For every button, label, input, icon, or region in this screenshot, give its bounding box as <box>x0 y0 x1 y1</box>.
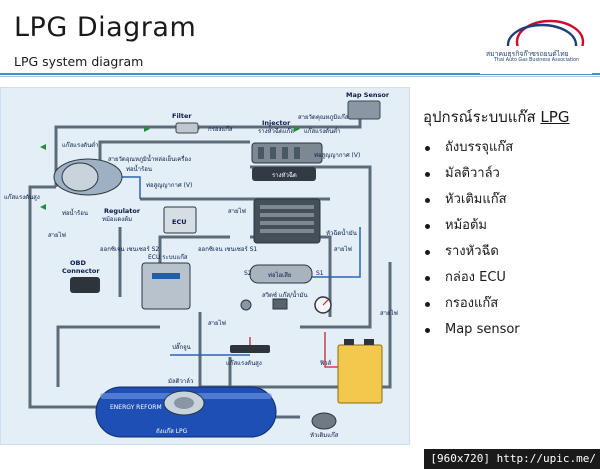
list-item: รางหัวฉีด <box>423 239 520 265</box>
bullet-icon <box>425 172 430 177</box>
label-vacuum-hose: สายวัดคุณหภูมิแก๊ส <box>298 114 349 121</box>
label-fill-valve: หัวเติมแก๊ส <box>310 432 339 439</box>
label-wire5: สายไฟ <box>380 309 398 317</box>
label-gas-rail: รางหัวฉีด <box>272 171 297 179</box>
label-ecu-box: ECU ระบบแก๊ส <box>148 254 188 261</box>
label-pipe-v1: ท่อสูญญากาศ (V) <box>314 152 360 159</box>
bullet-icon <box>425 250 430 255</box>
header-rule-thin <box>0 76 600 77</box>
label-oxygen-s1: ออกซิเจน เซนเซอร์ S1 <box>198 245 257 253</box>
label-ecu: ECU <box>172 218 187 226</box>
label-filter: Filter <box>172 112 192 120</box>
label-gas-line-low2: แก๊สแรงดันต่ำ <box>62 141 98 149</box>
list-item: กรองแก๊ส <box>423 291 520 317</box>
list-item-label: รางหัวฉีด <box>445 244 499 259</box>
label-wire1: สายไฟ <box>48 231 66 239</box>
label-catalyst: ท่อไอเสีย <box>268 271 291 279</box>
label-high-pressure: แก๊สแรงดันสูง <box>4 194 40 201</box>
obd-connector <box>70 277 100 293</box>
label-wire3: สายไฟ <box>334 245 352 253</box>
label-coolant-hose-sub: ท่อน้ำร้อน <box>126 163 152 173</box>
label-tank-brand: ENERGY REFORM <box>110 404 162 411</box>
label-pipe-v2: ท่อสูญญากาศ (V) <box>146 182 192 189</box>
map-sensor <box>347 100 381 120</box>
list-item: กล่อง ECU <box>423 265 520 291</box>
panel-title-prefix: อุปกรณ์ระบบแก๊ส <box>423 108 541 126</box>
label-coolant-hose: สายวัดอุณหภูมิน้ำหล่อเย็นเครื่อง <box>108 153 191 163</box>
label-tank: ถังแก๊ส LPG <box>156 428 188 435</box>
list-item: หัวเติมแก๊ส <box>423 187 520 213</box>
label-regulator: Regulator <box>104 207 141 215</box>
components-panel: อุปกรณ์ระบบแก๊ส LPG ถังบรรจุแก๊ส มัลติวา… <box>413 95 599 355</box>
gas-rail <box>252 167 316 181</box>
bullet-icon <box>425 146 430 151</box>
label-water-pipe: ท่อน้ำร้อน <box>62 207 88 217</box>
label-multivalve: มัลติวาล์ว <box>168 377 193 385</box>
ecu-gas-box <box>141 262 191 310</box>
label-gas-injector: หัวฉีดน้ำมัน <box>326 227 357 237</box>
label-switch: สวิตซ์ แก๊ส/น้ำมัน <box>262 289 308 299</box>
bullet-icon <box>425 224 430 229</box>
list-item: Map sensor <box>423 317 520 343</box>
label-filter-sub: กรองแก๊ส <box>208 126 233 133</box>
label-obd-sub: Connector <box>62 267 100 275</box>
list-item: หม้อต้ม <box>423 213 520 239</box>
filter <box>175 122 199 134</box>
label-oxygen-s2: ออกซิเจน เซนเซอร์ S2 <box>100 245 159 253</box>
list-item-label: หัวเติมแก๊ส <box>445 192 507 207</box>
tuning-plug <box>230 345 270 353</box>
list-item: ถังบรรจุแก๊ส <box>423 135 520 161</box>
bullet-icon <box>425 198 430 203</box>
label-gas-line-high2: แก๊สแรงดันสูง <box>226 360 262 367</box>
label-injector-sub: รางหัวฉีดแก๊ส <box>258 127 294 135</box>
label-s2: S2 <box>244 270 252 277</box>
label-injector: Injector <box>262 119 291 127</box>
switch <box>272 298 288 310</box>
fill-valve <box>311 412 337 430</box>
list-item-label: หม้อต้ม <box>445 218 487 233</box>
list-item: มัลติวาล์ว <box>423 161 520 187</box>
logo-name-en: Thai Auto Gas Business Association <box>494 58 580 63</box>
bullet-icon <box>425 276 430 281</box>
header-rule <box>0 73 600 75</box>
logo-name-thai: สมาคมธุรกิจก๊าซรถยนต์ไทย <box>486 50 569 58</box>
bullet-icon <box>425 328 430 333</box>
list-item-label: กรองแก๊ส <box>445 296 499 311</box>
components-list: ถังบรรจุแก๊ส มัลติวาล์ว หัวเติมแก๊ส หม้อ… <box>423 135 520 343</box>
wires-red <box>249 332 340 368</box>
list-item-label: มัลติวาล์ว <box>445 166 500 181</box>
catalytic-converter <box>249 264 313 284</box>
label-fuse: ฟิวส์ <box>320 359 332 367</box>
label-wire2: สายไฟ <box>228 207 246 215</box>
page-title: LPG Diagram <box>14 12 197 43</box>
watermark: [960x720] http://upic.me/ <box>424 449 600 469</box>
lpg-diagram: Map Sensor Filter กรองแก๊ส Injector รางห… <box>0 87 410 445</box>
page-subtitle: LPG system diagram <box>14 54 144 69</box>
panel-title-underlined: LPG <box>540 108 570 126</box>
label-gas-line-low: แก๊สแรงดันต่ำ <box>304 127 340 135</box>
label-s1: S1 <box>316 270 324 277</box>
label-plug: ปลั๊กจูน <box>172 342 191 351</box>
list-item-label: Map sensor <box>445 322 520 337</box>
bullet-icon <box>425 302 430 307</box>
label-wire4: สายไฟ <box>208 319 226 327</box>
label-obd: OBD <box>70 259 86 267</box>
label-map-sensor: Map Sensor <box>346 91 390 99</box>
list-item-label: กล่อง ECU <box>445 270 506 285</box>
label-regulator-sub: หม้อแดงต้ม <box>102 216 132 223</box>
battery <box>337 344 383 404</box>
list-item-label: ถังบรรจุแก๊ส <box>445 140 514 155</box>
association-logo <box>480 19 592 74</box>
ecu-small <box>163 206 197 234</box>
panel-title: อุปกรณ์ระบบแก๊ส LPG <box>423 105 569 129</box>
